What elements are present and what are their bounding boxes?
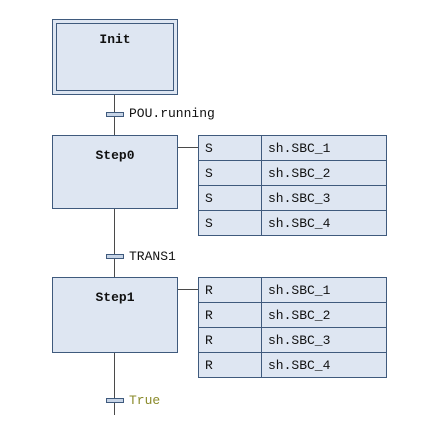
transition-1-condition: POU.running (129, 106, 215, 121)
action-variable: sh.SBC_1 (261, 135, 387, 161)
action-variable: sh.SBC_4 (261, 210, 387, 236)
action-variable: sh.SBC_2 (261, 160, 387, 186)
transition-2[interactable] (106, 254, 124, 259)
action-variable: sh.SBC_3 (261, 327, 387, 353)
transition-2-condition: TRANS1 (129, 249, 176, 264)
action-qualifier: S (198, 160, 262, 186)
action-qualifier: S (198, 210, 262, 236)
init-step-inner-border (56, 23, 174, 91)
step-step1[interactable]: Step1 (52, 277, 178, 353)
step-name: Init (99, 32, 131, 47)
action-connector (178, 147, 198, 148)
step-name: Step0 (95, 148, 135, 163)
connector-line (114, 353, 115, 415)
transition-3[interactable] (106, 398, 124, 403)
action-variable: sh.SBC_4 (261, 352, 387, 378)
transition-1[interactable] (106, 112, 124, 117)
action-qualifier: R (198, 302, 262, 328)
transition-3-condition: True (129, 393, 161, 408)
action-variable: sh.SBC_3 (261, 185, 387, 211)
step-step0[interactable]: Step0 (52, 135, 178, 209)
action-qualifier: S (198, 185, 262, 211)
action-qualifier: S (198, 135, 262, 161)
action-connector (178, 289, 198, 290)
action-variable: sh.SBC_2 (261, 302, 387, 328)
action-qualifier: R (198, 327, 262, 353)
step-init[interactable]: Init (52, 19, 178, 95)
action-qualifier: R (198, 352, 262, 378)
action-variable: sh.SBC_1 (261, 277, 387, 303)
connector-line (114, 209, 115, 277)
step-name: Step1 (95, 290, 135, 305)
action-qualifier: R (198, 277, 262, 303)
